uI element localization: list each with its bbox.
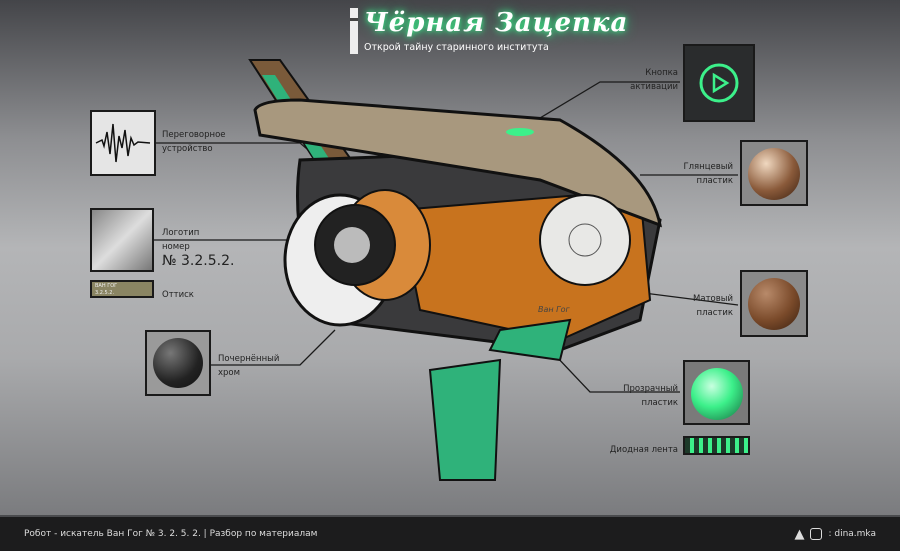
page-subtitle: Открой тайну старинного института [364,42,549,53]
matte-swatch [740,270,808,337]
robot-illustration: Ван Гог [153,59,739,481]
title-block: Чёрная Зацепка Открой тайну старинного и… [350,8,628,54]
logo-swatch [90,208,154,272]
stamp-label: Оттиск [162,290,194,300]
footer-caption: Робот - искатель Ван Гог № 3. 2. 5. 2. |… [24,529,318,539]
led-strip [488,318,572,362]
artstation-icon[interactable]: ▲ [794,526,805,542]
page-title: Чёрная Зацепка [364,8,629,38]
bottom-fin [428,358,502,481]
engraving: Ван Гог [538,305,571,314]
footer: Робот - искатель Ван Гог № 3. 2. 5. 2. |… [0,515,900,551]
top-shell [253,98,662,228]
led-swatch [683,436,750,455]
chrome-swatch [145,330,211,396]
instagram-icon[interactable] [810,528,823,540]
led-label: Диодная лента [609,445,678,455]
logo-number: № 3.2.5.2. [162,253,235,269]
glossy-swatch [740,140,808,206]
play-icon [699,63,739,103]
activation-button-glow [506,128,534,136]
transparent-swatch [683,360,750,425]
activation-button-swatch [683,44,755,122]
social-handle[interactable]: : dina.mka [828,529,876,539]
title-bar-icon [350,8,358,54]
speaker-swatch [90,110,156,176]
